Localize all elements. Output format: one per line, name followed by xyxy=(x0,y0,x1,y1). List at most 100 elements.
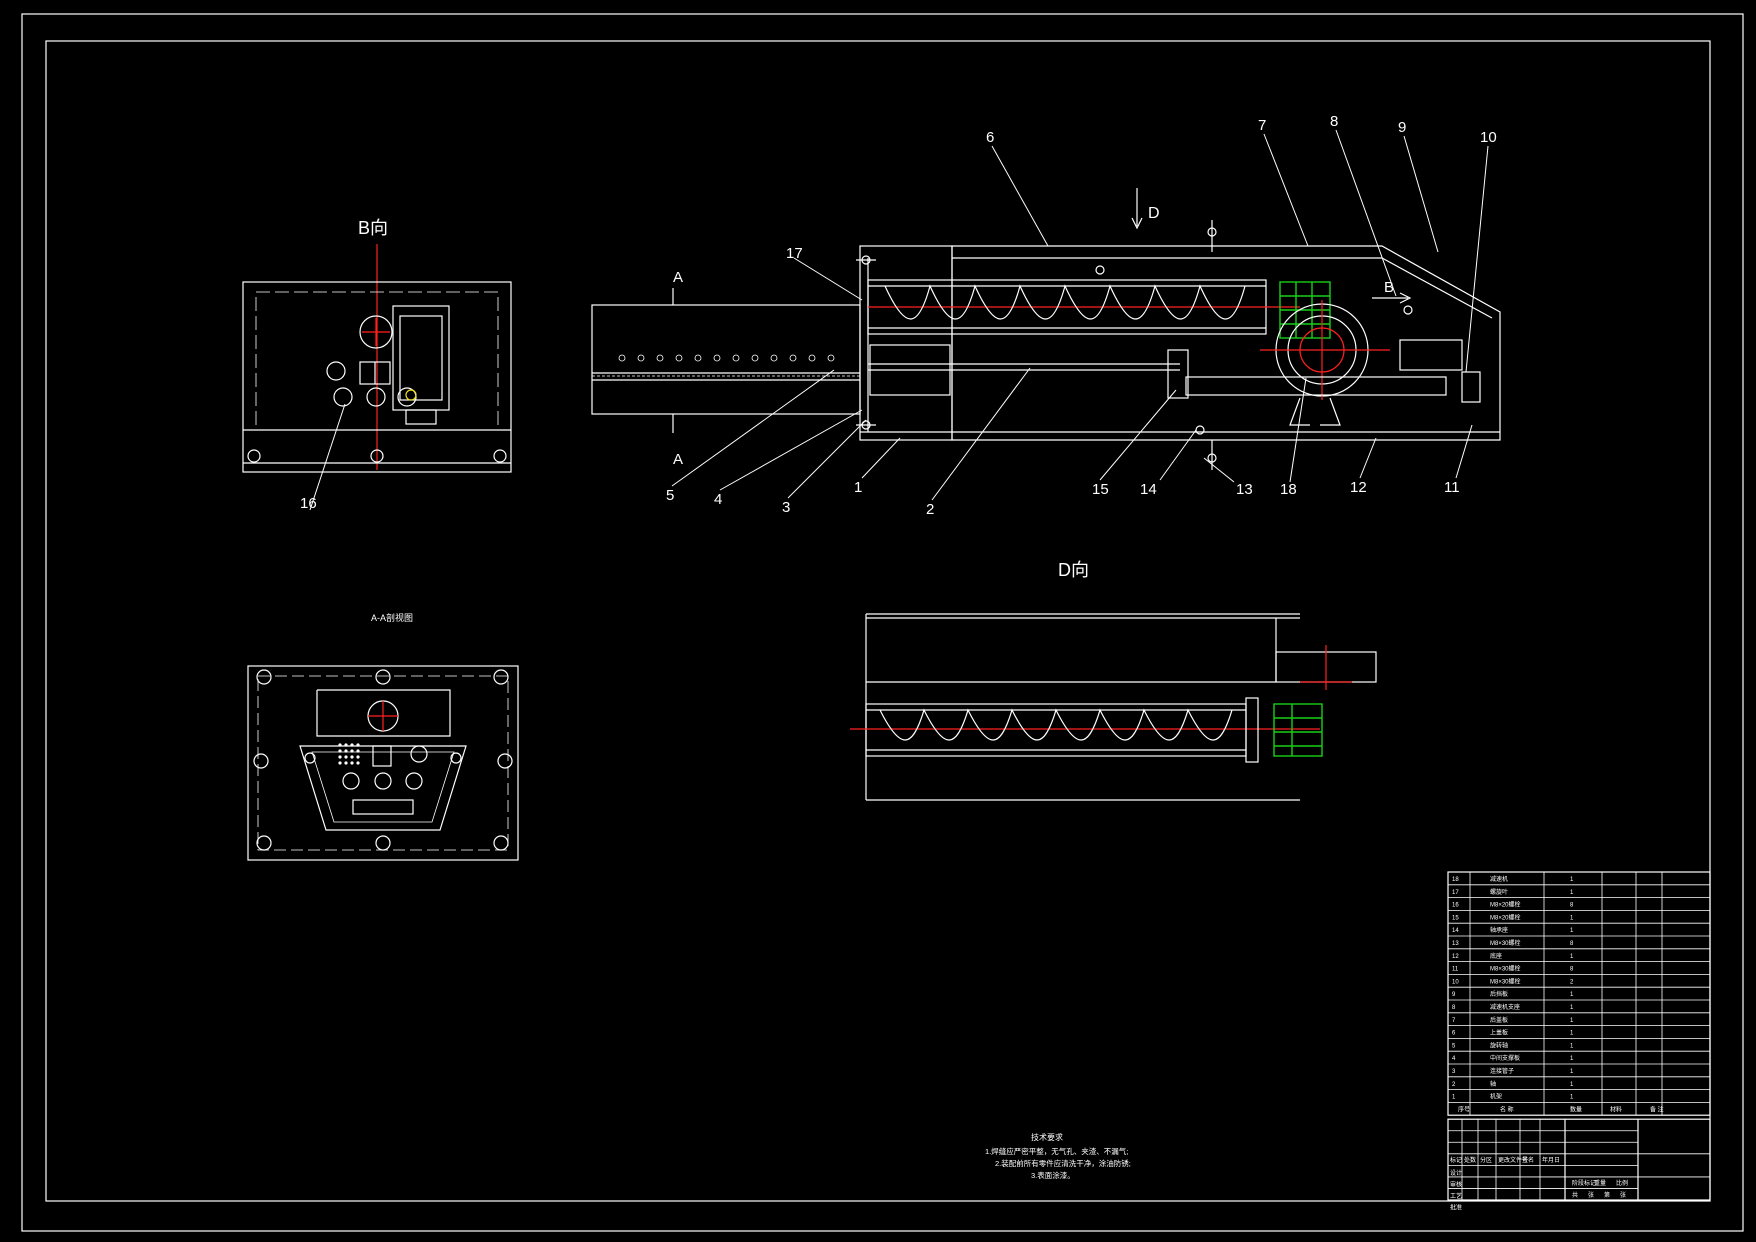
b-view: B向 16 xyxy=(242,218,512,512)
balloon-11: 11 xyxy=(1444,479,1460,496)
parts-list-qty: 8 xyxy=(1570,967,1574,973)
balloon-16: 16 xyxy=(300,495,317,512)
title-block-sheet: 第 xyxy=(1604,1191,1610,1199)
title-block-frame xyxy=(1447,1118,1711,1201)
parts-list-no: 11 xyxy=(1452,967,1459,973)
parts-list-qty: 1 xyxy=(1570,1069,1574,1075)
balloon-15: 15 xyxy=(1092,481,1109,498)
parts-list-no: 3 xyxy=(1452,1069,1456,1075)
parts-list-name: 中间支撑板 xyxy=(1490,1054,1520,1062)
parts-list-name: 减速机 xyxy=(1490,875,1508,883)
balloon-17: 17 xyxy=(786,245,803,262)
parts-list-no: 13 xyxy=(1452,941,1459,947)
title-block-label: 年月日 xyxy=(1542,1156,1560,1164)
parts-list-name: 减速机支座 xyxy=(1490,1003,1520,1011)
parts-list-header: 数量 xyxy=(1570,1105,1582,1113)
title-block-sheet: 张 xyxy=(1620,1191,1626,1199)
balloon-4: 4 xyxy=(714,491,722,508)
parts-list-no: 8 xyxy=(1452,1005,1456,1011)
title-block-role: 批准 xyxy=(1450,1204,1462,1212)
parts-list-no: 6 xyxy=(1452,1031,1456,1037)
parts-list-qty: 1 xyxy=(1570,1018,1574,1024)
title-block-sheet: 共 xyxy=(1572,1191,1578,1199)
parts-list-no: 1 xyxy=(1452,1095,1456,1101)
parts-list-qty: 1 xyxy=(1570,1043,1574,1049)
parts-list-qty: 2 xyxy=(1570,979,1574,985)
parts-list-header: 名 称 xyxy=(1500,1105,1514,1113)
parts-list-name: 上盖板 xyxy=(1490,1029,1508,1037)
title-block-role: 审核 xyxy=(1450,1180,1462,1188)
parts-list-name: M8×20螺栓 xyxy=(1490,913,1521,921)
title-block-label: 分区 xyxy=(1480,1156,1492,1164)
balloon-10: 10 xyxy=(1480,129,1497,146)
title-block-label: 标记 xyxy=(1450,1156,1462,1164)
title-block-label: 更改文件号 xyxy=(1498,1156,1528,1164)
balloon-7: 7 xyxy=(1258,117,1266,134)
notes-line-3: 3.表面涂漆。 xyxy=(1031,1170,1075,1180)
parts-list-frame xyxy=(1447,871,1711,1116)
balloon-2: 2 xyxy=(926,501,934,518)
parts-list-name: M8×30螺栓 xyxy=(1490,965,1521,973)
parts-list-no: 14 xyxy=(1452,928,1459,934)
parts-list-no: 18 xyxy=(1452,877,1459,883)
title-block-label: 处数 xyxy=(1464,1156,1476,1164)
section-aa: A-A剖视图 xyxy=(247,612,519,861)
parts-list-no: 7 xyxy=(1452,1018,1456,1024)
section-aa-title: A-A剖视图 xyxy=(371,612,413,623)
section-marker-bottom: A xyxy=(673,451,683,468)
title-block-stage: 重量 xyxy=(1594,1179,1606,1187)
parts-list-header: 序号 xyxy=(1458,1105,1470,1113)
notes-heading: 技术要求 xyxy=(1031,1132,1063,1142)
parts-list-qty: 8 xyxy=(1570,903,1574,909)
balloon-3: 3 xyxy=(782,499,790,516)
parts-list-name: 旋转轴 xyxy=(1490,1041,1508,1049)
parts-list-no: 2 xyxy=(1452,1082,1456,1088)
parts-list-no: 15 xyxy=(1452,915,1459,921)
balloon-14: 14 xyxy=(1140,481,1157,498)
parts-list-qty: 1 xyxy=(1570,992,1574,998)
balloon-8: 8 xyxy=(1330,113,1338,130)
balloon-18: 18 xyxy=(1280,481,1297,498)
parts-list-no: 10 xyxy=(1452,979,1459,985)
parts-list-qty: 1 xyxy=(1570,1031,1574,1037)
parts-list-header: 材料 xyxy=(1610,1105,1622,1113)
section-marker-top: A xyxy=(673,269,683,286)
parts-list-qty: 1 xyxy=(1570,1005,1574,1011)
title-block-role: 工艺 xyxy=(1450,1192,1462,1200)
notes-line-2: 2.装配前所有零件应清洗干净，涂油防锈; xyxy=(995,1158,1131,1168)
parts-list-qty: 1 xyxy=(1570,915,1574,921)
parts-list-qty: 1 xyxy=(1570,1056,1574,1062)
balloon-12: 12 xyxy=(1350,479,1367,496)
parts-list-name: 后盖板 xyxy=(1490,1016,1508,1024)
title-block: 标记处数分区更改文件号签名年月日设计审核工艺批准阶段标记重量比例共张第张 xyxy=(1447,1118,1711,1212)
parts-list-name: 螺旋叶 xyxy=(1490,888,1508,896)
parts-list-name: M8×30螺栓 xyxy=(1490,939,1521,947)
parts-list-name: 轴 xyxy=(1490,1080,1496,1088)
title-block-label: 签名 xyxy=(1522,1156,1534,1164)
balloon-6: 6 xyxy=(986,129,994,146)
d-view-title: D向 xyxy=(1058,560,1089,580)
balloon-1: 1 xyxy=(854,479,862,496)
parts-list-name: 连接管子 xyxy=(1490,1067,1514,1075)
d-view: D向 xyxy=(850,560,1377,801)
parts-list-name: 底座 xyxy=(1490,952,1502,960)
technical-notes: 技术要求 1.焊缝应严密平整，无气孔、夹渣、不漏气; 2.装配前所有零件应清洗干… xyxy=(985,1132,1131,1180)
main-view: A A xyxy=(591,113,1501,518)
title-block-stage: 阶段标记 xyxy=(1572,1179,1596,1187)
parts-list-no: 4 xyxy=(1452,1056,1456,1062)
parts-list-qty: 8 xyxy=(1570,941,1574,947)
outer-frame xyxy=(21,13,1744,1232)
parts-list-name: 轴承座 xyxy=(1490,926,1508,934)
parts-list-qty: 1 xyxy=(1570,890,1574,896)
direction-b: B xyxy=(1384,279,1394,296)
title-block-role: 设计 xyxy=(1450,1169,1462,1177)
parts-list-name: M8×30螺栓 xyxy=(1490,977,1521,985)
parts-list-qty: 1 xyxy=(1570,928,1574,934)
parts-list-no: 12 xyxy=(1452,954,1459,960)
parts-list-name: 机架 xyxy=(1490,1093,1502,1101)
b-view-title: B向 xyxy=(358,218,388,238)
parts-list-no: 9 xyxy=(1452,992,1456,998)
parts-list-no: 16 xyxy=(1452,903,1459,909)
